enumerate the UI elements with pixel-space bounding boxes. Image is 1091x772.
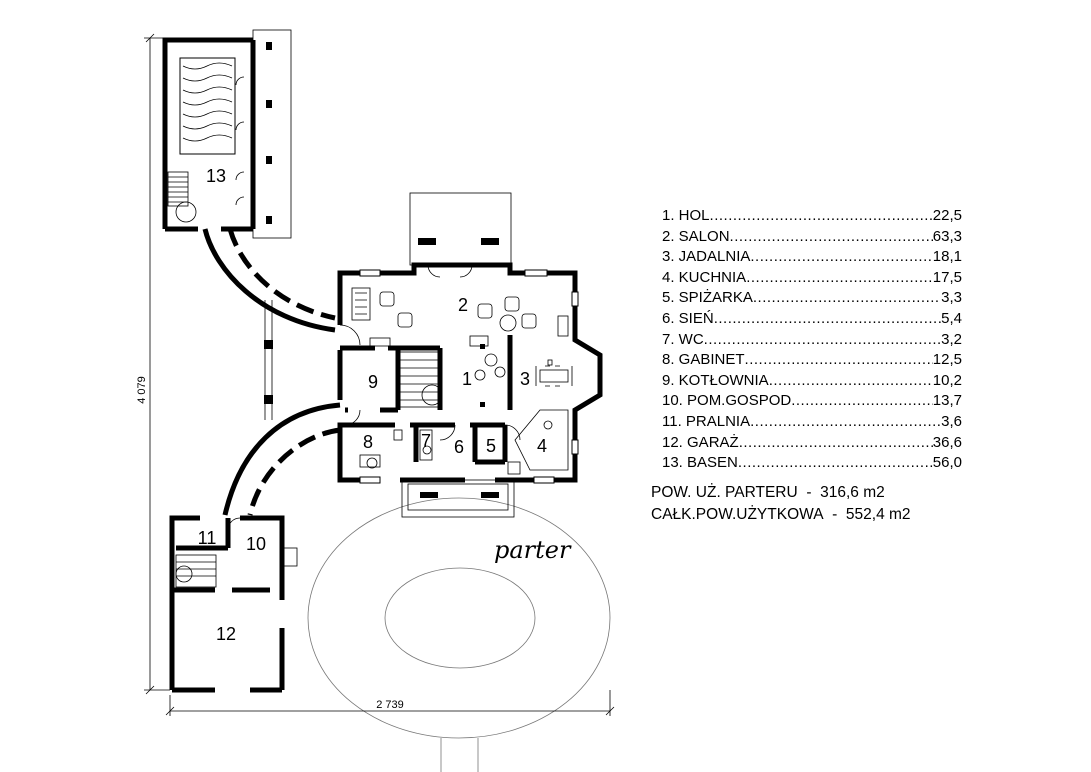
legend-leader-dots <box>738 453 933 474</box>
total-label: POW. UŻ. PARTERU <box>651 484 798 501</box>
legend-room-area: 5,4 <box>941 309 962 327</box>
legend-row: 13. BASEN 56,0 <box>662 453 962 474</box>
room-label-2: 2 <box>458 295 468 315</box>
room-label-7: 7 <box>421 431 431 451</box>
room-label-8: 8 <box>363 432 373 452</box>
legend-room-area: 10,2 <box>932 371 962 389</box>
garage-corridor <box>222 402 341 516</box>
legend-row: 7. WC 3,2 <box>662 330 962 351</box>
room-label-13: 13 <box>206 166 226 186</box>
legend-room-area: 56,0 <box>932 454 962 472</box>
room-label-5: 5 <box>486 436 496 456</box>
legend-leader-dots <box>753 288 941 309</box>
legend-row: 9. KOTŁOWNIA 10,2 <box>662 371 962 392</box>
legend-row: 10. POM.GOSPOD 13,7 <box>662 391 962 412</box>
dimension-width: 2 739 <box>165 690 615 716</box>
total-row: POW. UŻ. PARTERU - 316,6 m2 <box>651 482 911 504</box>
legend-leader-dots <box>769 371 933 392</box>
legend-room-area: 13,7 <box>932 392 962 410</box>
legend-row: 3. JADALNIA 18,1 <box>662 247 962 268</box>
total-separator: - <box>797 484 821 501</box>
total-label: CAŁK.POW.UŻYTKOWA <box>651 506 824 523</box>
legend-room-name: 4. KUCHNIA <box>662 268 747 286</box>
legend-room-name: 13. BASEN <box>662 454 738 472</box>
total-row: CAŁK.POW.UŻYTKOWA - 552,4 m2 <box>651 504 911 526</box>
legend-room-area: 63,3 <box>932 227 962 245</box>
legend-room-name: 2. SALON <box>662 227 730 245</box>
dimension-height: 4 079 <box>136 33 170 695</box>
room-label-4: 4 <box>537 436 547 456</box>
legend-row: 5. SPIŻARKA 3,3 <box>662 288 962 309</box>
room-label-1: 1 <box>462 369 472 389</box>
room-label-12: 12 <box>216 624 236 644</box>
legend-room-area: 36,6 <box>932 433 962 451</box>
legend-room-area: 3,2 <box>941 330 962 348</box>
legend-room-name: 3. JADALNIA <box>662 248 751 266</box>
legend-row: 4. KUCHNIA 17,5 <box>662 268 962 289</box>
legend-leader-dots <box>714 309 941 330</box>
legend-room-area: 18,1 <box>932 248 962 266</box>
room-label-3: 3 <box>520 369 530 389</box>
total-separator: - <box>823 506 846 523</box>
room-label-10: 10 <box>246 534 266 554</box>
legend-row: 6. SIEŃ 5,4 <box>662 309 962 330</box>
legend-leader-dots <box>710 206 933 227</box>
driveway-inner <box>384 567 536 669</box>
room-legend: 1. HOL 22,5 2. SALON 63,3 3. JADALNIA 18,1 4. … <box>662 206 962 474</box>
legend-room-name: 10. POM.GOSPOD <box>662 392 792 410</box>
legend-room-name: 1. HOL <box>662 207 710 224</box>
legend-room-area: 12,5 <box>932 351 962 369</box>
legend-room-name: 11. PRALNIA <box>662 412 751 430</box>
floor-label: parter <box>494 536 572 564</box>
pool-building <box>162 29 292 239</box>
dim-height-label: 4 079 <box>136 376 148 404</box>
total-value: 316,6 m2 <box>820 484 885 501</box>
room-label-6: 6 <box>454 437 464 457</box>
main-house <box>337 192 603 518</box>
legend-row: 1. HOL 22,5 <box>662 206 962 227</box>
legend-room-name: 5. SPIŻARKA <box>662 289 753 307</box>
legend-room-name: 12. GARAŻ <box>662 433 739 451</box>
driveway-outer <box>307 497 611 739</box>
legend-leader-dots <box>746 268 933 289</box>
legend-row: 2. SALON 63,3 <box>662 227 962 248</box>
legend-room-area: 3,6 <box>941 412 962 430</box>
garage-building <box>169 515 298 693</box>
legend-room-name: 7. WC <box>662 330 704 348</box>
legend-room-area: 17,5 <box>932 268 962 286</box>
room-label-11: 11 <box>198 528 217 548</box>
room-label-9: 9 <box>368 372 378 392</box>
legend-room-area: 3,3 <box>941 289 962 307</box>
legend-leader-dots <box>730 227 933 248</box>
legend-row: 11. PRALNIA 3,6 <box>662 412 962 433</box>
room-numbers: 1 2 3 4 5 6 7 8 9 10 11 12 13 <box>198 166 547 644</box>
legend-leader-dots <box>739 433 933 454</box>
legend-row: 8. GABINET 12,5 <box>662 350 962 371</box>
legend-row: 12. GARAŻ 36,6 <box>662 433 962 454</box>
legend-room-name: 9. KOTŁOWNIA <box>662 371 769 389</box>
legend-leader-dots <box>791 391 933 412</box>
dim-width-label: 2 739 <box>376 699 404 711</box>
pool-corridor <box>202 228 336 420</box>
legend-room-name: 6. SIEŃ <box>662 309 714 327</box>
legend-leader-dots <box>704 330 941 351</box>
pool-water-pattern <box>182 62 233 142</box>
legend-leader-dots <box>750 247 932 268</box>
legend-leader-dots <box>745 350 933 371</box>
legend-leader-dots <box>750 412 941 433</box>
total-value: 552,4 m2 <box>845 506 911 523</box>
legend-room-area: 22,5 <box>932 207 962 224</box>
legend-room-name: 8. GABINET <box>662 351 745 369</box>
